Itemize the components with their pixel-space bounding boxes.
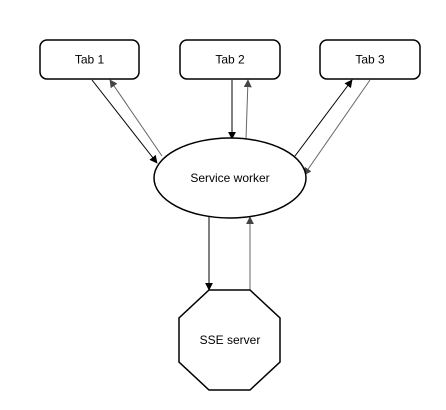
node-service-worker: Service worker bbox=[153, 137, 307, 219]
edge-service-worker-to-tab3 bbox=[294, 79, 353, 157]
node-tab-1-label: Tab 1 bbox=[75, 53, 105, 67]
node-tab-3: Tab 3 bbox=[319, 39, 421, 80]
edge-service-worker-to-tab1 bbox=[109, 79, 163, 157]
node-tab-1: Tab 1 bbox=[39, 39, 140, 80]
node-sse-server-label: SSE server bbox=[200, 333, 261, 347]
edge-tab3-to-service-worker bbox=[303, 79, 371, 176]
node-tab-2-label: Tab 2 bbox=[215, 53, 245, 67]
edge-service-worker-to-tab2 bbox=[243, 79, 252, 140]
node-service-worker-label: Service worker bbox=[190, 171, 269, 185]
node-sse-server: SSE server bbox=[178, 289, 281, 391]
node-tab-2: Tab 2 bbox=[179, 39, 281, 80]
node-tab-3-label: Tab 3 bbox=[355, 53, 385, 67]
edge-tab1-to-service-worker bbox=[91, 79, 158, 164]
